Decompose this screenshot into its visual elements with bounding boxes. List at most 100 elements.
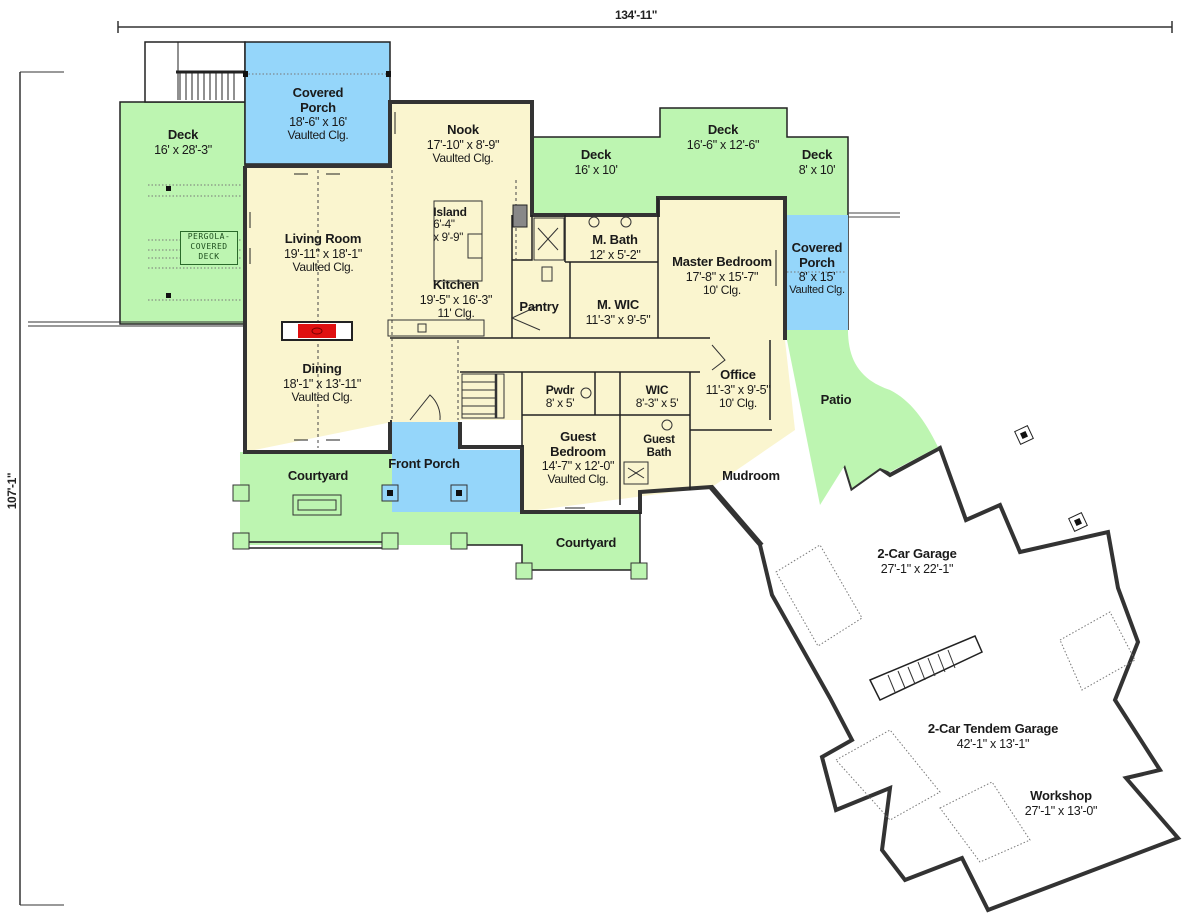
room-name: Deck (707, 122, 739, 137)
room-size: 16' x 28'-3" (154, 142, 212, 157)
room-size: 8' x 5' (545, 396, 575, 411)
room-name: Courtyard (287, 468, 349, 483)
room-label-deck-east: Deck 8' x 10' (798, 147, 836, 177)
room-size: 17'-10" x 8'-9" (426, 137, 500, 152)
room-name: Kitchen (432, 277, 480, 292)
room-ceiling: Vaulted Clg. (292, 259, 354, 274)
room-name: M. WIC (596, 297, 640, 312)
room-label-kitchen: Kitchen 19'-5" x 16'-3" 11' Clg. (419, 277, 493, 320)
room-name: Dining (302, 361, 342, 376)
room-size: 11'-3" x 9'-5" (705, 382, 771, 397)
pergola-line-2: COVERED (190, 242, 228, 251)
room-name: 2-Car Garage (877, 546, 957, 561)
south-courtyard-area (392, 512, 640, 570)
room-size-2: x 9'-9" (433, 232, 464, 245)
room-name: Covered (292, 85, 344, 100)
room-name: Mudroom (722, 468, 780, 483)
room-name: Guest (560, 429, 596, 444)
room-ceiling: Vaulted Clg. (287, 128, 349, 143)
room-size: 6'-4" (433, 219, 455, 232)
room-name: M. Bath (592, 232, 638, 247)
room-name-2: Bath (646, 446, 672, 459)
room-label-master-bedroom: Master Bedroom 17'-8" x 15'-7" 10' Clg. (672, 254, 772, 297)
room-name: Deck (801, 147, 833, 162)
rear-deck-area (532, 108, 848, 215)
west-deck-area (28, 41, 246, 327)
room-label-dining: Dining 18'-1" x 13'-11" Vaulted Clg. (282, 361, 362, 404)
room-size: 16' x 10' (574, 162, 618, 177)
west-courtyard-area (240, 452, 392, 545)
room-name: Pantry (519, 299, 559, 314)
room-name: Nook (447, 122, 479, 137)
room-ceiling: Vaulted Clg. (547, 472, 609, 487)
room-name: Master Bedroom (672, 254, 772, 269)
north-covered-porch-area (245, 42, 390, 164)
room-name: Workshop (1030, 788, 1092, 803)
room-name: Front Porch (388, 456, 460, 471)
overall-depth-dimension: 107'-1" (5, 472, 19, 510)
room-label-m-bath: M. Bath 12' x 5'-2" (589, 232, 641, 262)
room-label-workshop: Workshop 27'-1" x 13'-0" (1024, 788, 1098, 818)
front-porch-area (392, 422, 460, 512)
garage-wing (708, 425, 1182, 916)
room-label-deck-center: Deck 16' x 10' (574, 147, 618, 177)
room-label-guest-bedroom: Guest Bedroom 14'-7" x 12'-0" Vaulted Cl… (541, 429, 615, 487)
room-name: Living Room (284, 231, 362, 246)
room-label-courtyard-west: Courtyard (287, 468, 349, 484)
room-size: 19'-5" x 16'-3" (419, 292, 493, 307)
room-ceiling: Vaulted Clg. (291, 389, 353, 404)
room-size: 18'-1" x 13'-11" (282, 376, 362, 391)
pergola-covered-deck-note: PERGOLA- COVERED DECK (180, 231, 238, 265)
room-size: 27'-1" x 13'-0" (1024, 803, 1098, 818)
room-ceiling: 10' Clg. (719, 395, 757, 410)
room-size: 42'-1" x 13'-1" (956, 736, 1030, 751)
room-ceiling: Vaulted Clg. (789, 284, 845, 297)
main-interior-area (245, 102, 795, 512)
dimension-lines (19, 21, 1173, 906)
room-size: 11'-3" x 9'-5" (585, 312, 651, 327)
room-label-living-room: Living Room 19'-11" x 18'-1" Vaulted Clg… (283, 231, 363, 274)
room-label-nook: Nook 17'-10" x 8'-9" Vaulted Clg. (426, 122, 500, 165)
room-label-deck-upper: Deck 16'-6" x 12'-6" (686, 122, 760, 152)
room-label-office: Office 11'-3" x 9'-5" 10' Clg. (705, 367, 771, 410)
overall-width-dimension: 134'-11" (615, 8, 658, 22)
room-label-mudroom: Mudroom (722, 468, 780, 484)
room-label-deck-west: Deck 16' x 28'-3" (154, 127, 212, 157)
room-label-patio: Patio (821, 392, 852, 408)
porch-columns (232, 484, 648, 580)
room-label-covered-porch-north: Covered Porch 18'-6" x 16' Vaulted Clg. (287, 85, 349, 143)
patio-area (785, 330, 938, 505)
room-ceiling: 10' Clg. (703, 282, 741, 297)
fireplace-icon (281, 321, 353, 341)
pergola-line-3: DECK (198, 252, 220, 261)
room-label-island: Island 6'-4" x 9'-9" (433, 205, 467, 245)
room-ceiling: 11' Clg. (437, 305, 475, 320)
room-name: WIC (645, 383, 669, 397)
room-size: 16'-6" x 12'-6" (686, 137, 760, 152)
room-size: 14'-7" x 12'-0" (541, 459, 615, 474)
room-label-pantry: Pantry (519, 299, 559, 315)
room-name-2: Porch (300, 99, 336, 115)
room-name-2: Porch (799, 254, 835, 270)
room-size: 8' x 10' (798, 162, 836, 177)
room-label-wic: WIC 8'-3" x 5' (635, 383, 679, 411)
room-size: 18'-6" x 16' (289, 115, 347, 130)
pergola-line-1: PERGOLA- (187, 232, 231, 241)
room-label-guest-bath: Guest Bath (643, 434, 675, 460)
room-label-front-porch: Front Porch (388, 456, 460, 472)
main-stair (461, 373, 505, 419)
room-ceiling: Vaulted Clg. (432, 150, 494, 165)
room-size: 8' x 15' (798, 270, 836, 285)
room-size: 8'-3" x 5' (635, 396, 679, 411)
room-name: Pwdr (545, 383, 575, 397)
room-size: 12' x 5'-2" (589, 247, 641, 262)
room-name: Courtyard (555, 535, 617, 550)
room-name: Office (720, 367, 756, 382)
room-name: Island (433, 205, 467, 219)
room-size: 27'-1" x 22'-1" (880, 561, 954, 576)
room-name: Covered (791, 240, 843, 255)
room-label-2-car-garage: 2-Car Garage 27'-1" x 22'-1" (877, 546, 957, 576)
room-size: 19'-11" x 18'-1" (283, 246, 363, 261)
room-label-covered-porch-east: Covered Porch 8' x 15' Vaulted Clg. (789, 240, 845, 297)
